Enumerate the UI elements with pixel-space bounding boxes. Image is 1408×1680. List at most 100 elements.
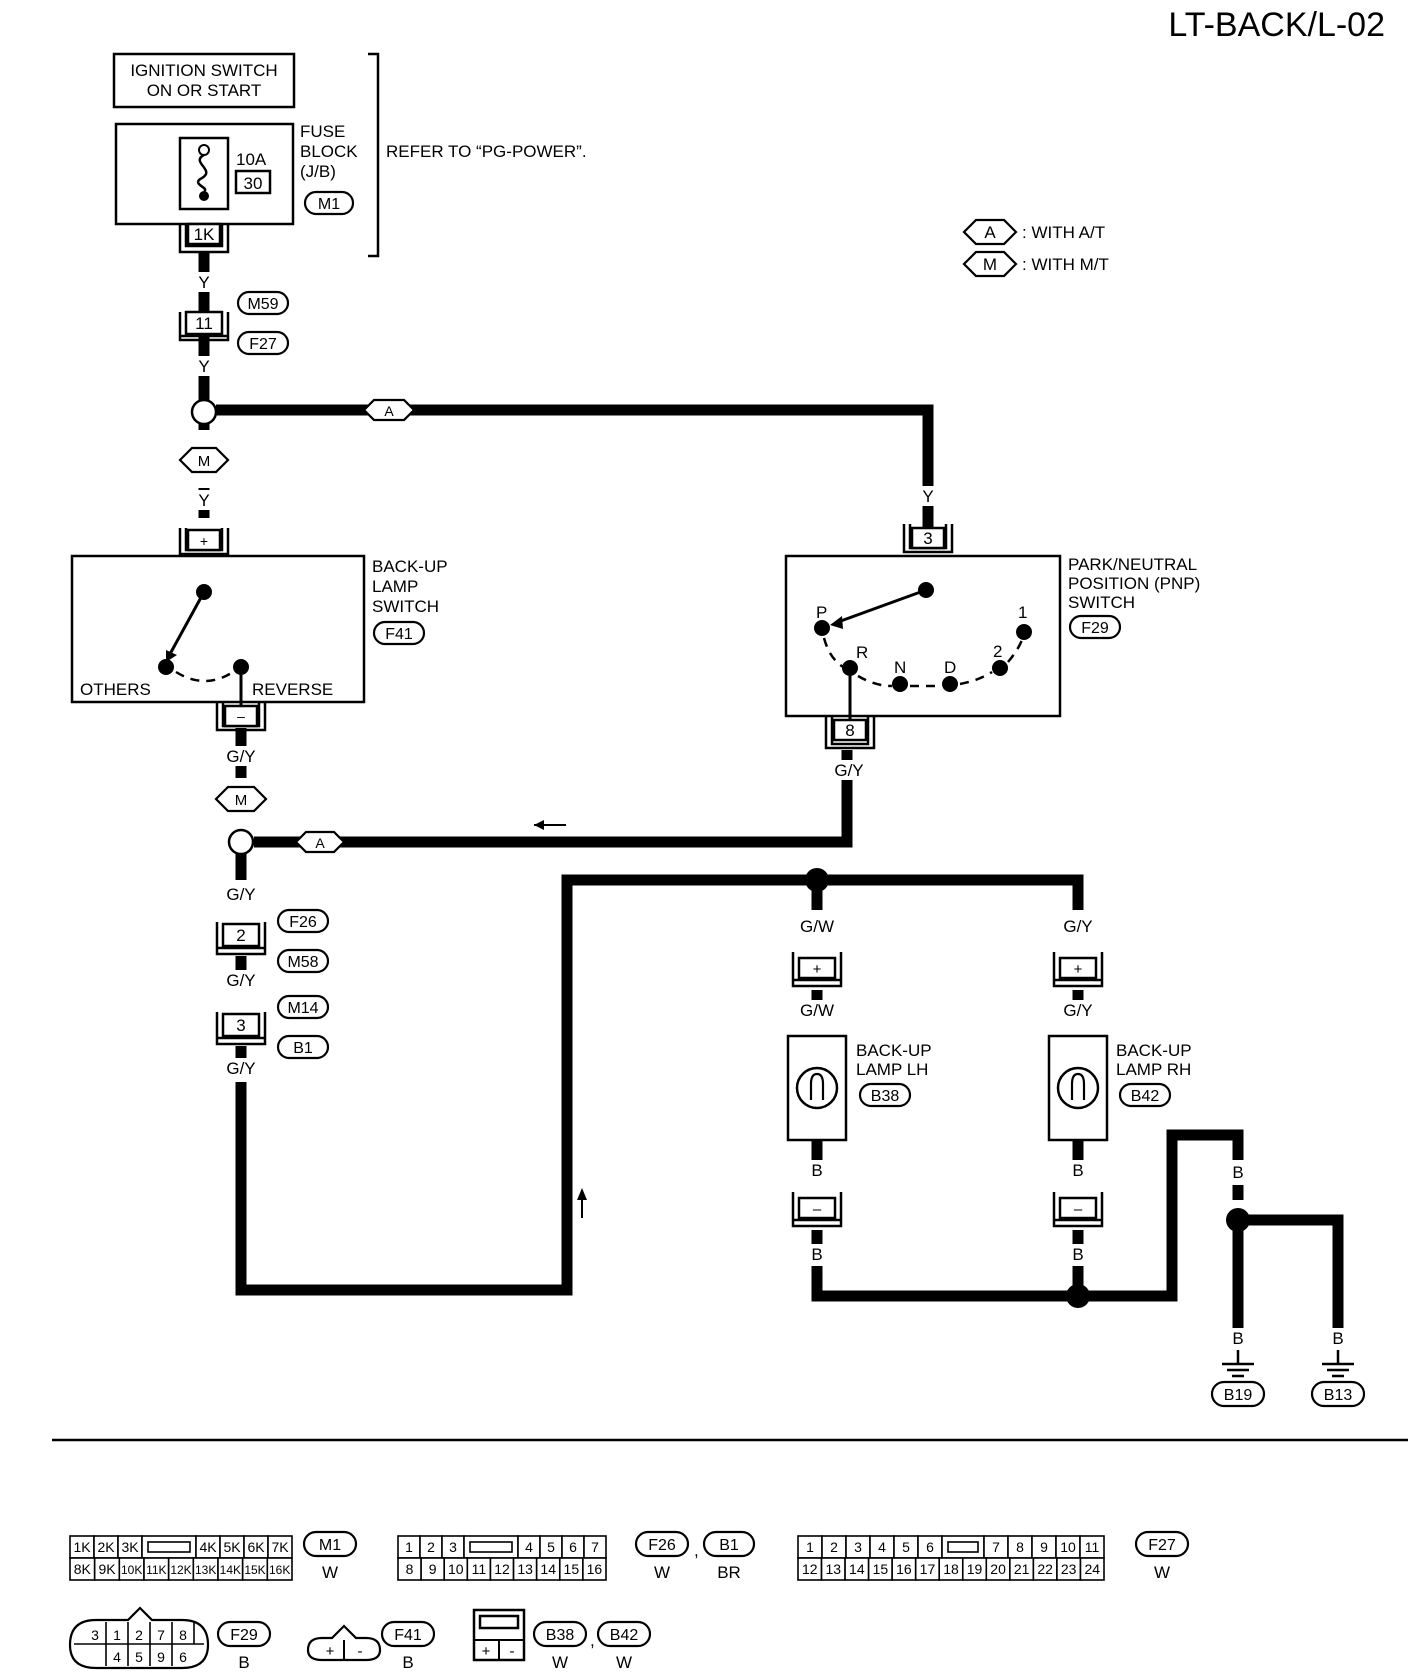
svg-text:,: , [694,1541,699,1560]
cv-m1-pin-bottom-7-label: 15K [244,1563,265,1577]
legend: A : WITH A/T M : WITH M/T [962,218,1109,278]
b42-pill [1118,1082,1172,1108]
rh-bulb-icon [1056,1066,1100,1110]
cv-f29-pill [216,1620,272,1648]
cv-m1-pin-bottom-8-label: 16K [269,1563,290,1577]
svg-text:1: 1 [1018,603,1027,622]
option-m-hex-2 [214,785,268,813]
cv-f29-pin-bottom-1: 5 [135,1649,143,1665]
cv-f26-pin-top-4-label: 5 [547,1539,555,1555]
cv-f26-pin-bottom-7-label: 15 [564,1561,580,1577]
pin-2-box [221,922,261,948]
svg-text:B: B [1232,1329,1243,1348]
wire-gy-pnp-out [254,750,853,848]
backup-switch-box [70,554,366,704]
connector-m14-b1: 3 M14 B1 G/Y [215,994,330,1078]
legend-a-code: A [984,223,996,242]
latch-icon [147,1541,191,1553]
cv-f29-color: B [238,1653,249,1672]
cv-f26-pin-bottom-3-label: 11 [472,1561,487,1577]
cv-f29-pin-bottom-0: 4 [113,1649,121,1665]
svg-text:A: A [315,835,325,851]
svg-text:+: + [482,1643,491,1660]
legend-a-hex [962,218,1018,246]
backup-switch-line2: LAMP [372,577,418,596]
connector-b38: B38 [871,1088,900,1105]
cv-f26-pin-bottom-6-label: 14 [540,1561,556,1577]
cv-b38-pill [532,1620,588,1648]
cv-f29-pin-top-4: 8 [179,1627,187,1643]
others-contact [158,659,174,675]
cv-f26-pin-bottom-0-label: 8 [406,1561,414,1577]
cv-f27-pin-top-8-label: 9 [1040,1539,1048,1555]
pnp-contact-n [892,676,908,692]
cv-f29-pin-top-0: 3 [91,1627,99,1643]
svg-text:G/Y: G/Y [226,1059,255,1078]
svg-text:+: + [813,961,822,978]
pnp-contact-r [842,660,858,676]
cv-f26-pin-bottom-4-label: 12 [494,1561,510,1577]
svg-text:–: – [237,708,245,724]
cv-f27-id: F27 [1148,1537,1176,1554]
cv-m1-color: W [322,1563,338,1582]
cv-f27-pin-bottom-7-label: 19 [967,1561,983,1577]
cv-f26-pin-top-1-label: 2 [427,1539,435,1555]
cv-f41-pill [380,1620,436,1648]
cv-f27-pin-top-5-label: 6 [926,1539,934,1555]
cv-m1-pill [302,1530,358,1558]
cv-f29-pin-bottom-2: 9 [157,1649,165,1665]
cv-f27-pin-top-0-label: 1 [806,1539,814,1555]
others-label: OTHERS [80,680,151,699]
cv-f26-pin-top-2-label: 3 [449,1539,457,1555]
pin-2: 2 [236,926,245,945]
cv-f27-pin-top-6-label: 7 [992,1539,1000,1555]
svg-text:–: – [813,1201,822,1218]
cv-f26-color: W [654,1563,670,1582]
cv-b38-color: W [552,1653,568,1672]
ground-b19-icon [1222,1350,1254,1378]
cv-b42-pill [596,1620,652,1648]
backup-lamp-rh: G/Y + G/Y BACK-UP LAMP RH B42 B – B [1047,916,1192,1264]
fuse-number-box [234,169,272,195]
backup-switch-line1: BACK-UP [372,557,448,576]
fuse-connector-id: M1 [318,196,340,213]
latch-icon [469,1541,513,1553]
cv-f26-pin-bottom-8 [582,1557,607,1581]
pin-3-box [221,1012,261,1038]
cv-b1-pill [702,1530,756,1558]
cv-f27-pin-top-10-label: 11 [1085,1539,1100,1555]
option-a-hex-1 [362,398,416,422]
cv-f27-pin-bottom-5-label: 17 [920,1561,936,1577]
cv-f41-color: B [402,1653,413,1672]
svg-text:B: B [1232,1163,1243,1182]
svg-text:Y: Y [198,273,209,292]
connector-b42: B42 [1131,1088,1160,1105]
cv-f27-pin-top-3-label: 4 [878,1539,886,1555]
cv-f27-pin-top-4-label: 5 [902,1539,910,1555]
b38-pill [858,1082,912,1108]
cv-m1-id: M1 [319,1537,341,1554]
splice-open-2 [227,828,255,856]
svg-text:B: B [811,1245,822,1264]
legend-m-text: : WITH M/T [1022,255,1109,274]
power-section: IGNITION SWITCH ON OR START 10A 30 M1 FU… [112,52,587,258]
lh-minus-box [797,1196,837,1220]
refer-bracket [368,52,380,258]
svg-text:-: - [510,1643,515,1660]
ground-b19: B19 [1224,1387,1253,1404]
cv-f27-pin-bottom-8-label: 20 [990,1561,1006,1577]
pnp-line2: POSITION (PNP) [1068,574,1200,593]
svg-text:P: P [816,603,827,622]
cv-m1-pin-top-2-label: 3K [121,1539,139,1555]
cv-m1-pin-top-4-label: 5K [223,1539,241,1555]
cv-b1-color: BR [717,1563,741,1582]
b1-pill [276,1034,330,1060]
svg-text:N: N [894,658,906,677]
svg-text:M: M [235,792,248,809]
fuse-block-line3: (J/B) [300,162,336,181]
svg-text:–: – [1074,1201,1083,1218]
pnp-contact-d [942,676,958,692]
connector-m58: M58 [287,954,318,971]
